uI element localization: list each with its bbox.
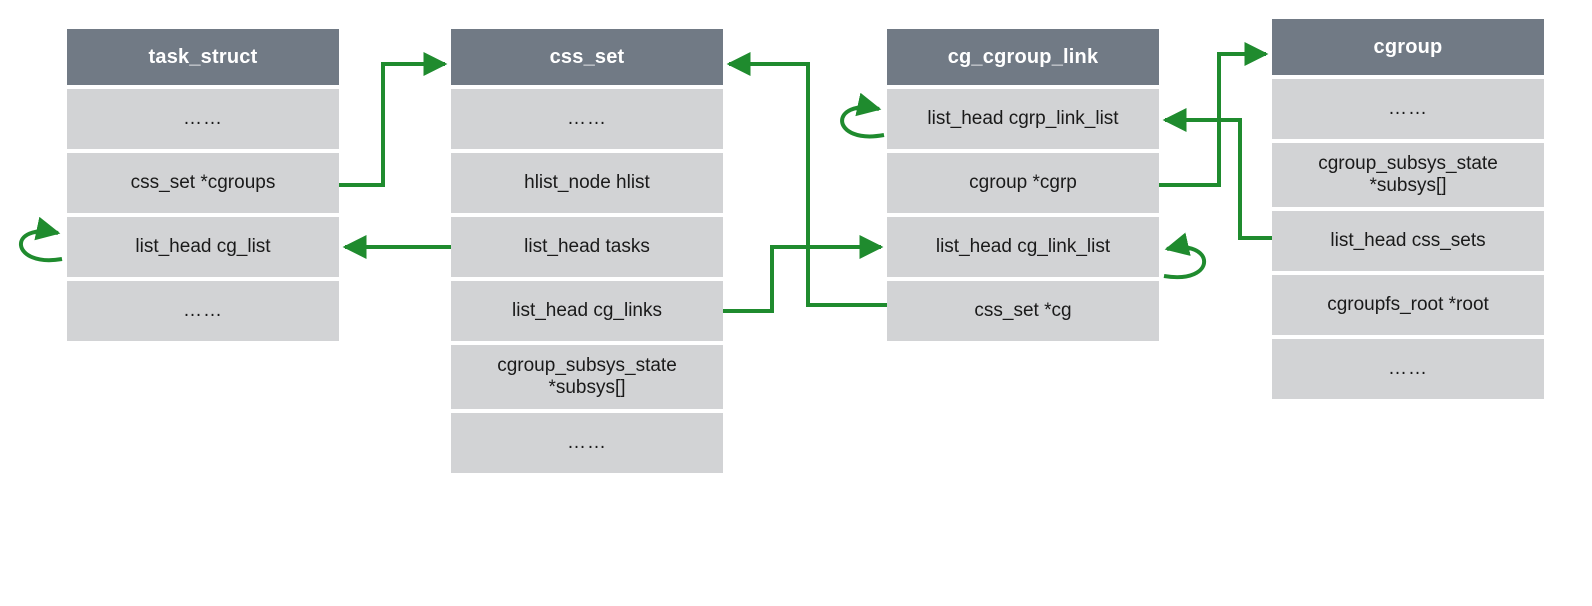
- struct-row: ……: [1272, 79, 1544, 139]
- struct-row: ……: [451, 89, 723, 149]
- struct-row: ……: [451, 413, 723, 473]
- struct-row: list_head css_sets: [1272, 211, 1544, 271]
- struct-row: list_head tasks: [451, 217, 723, 277]
- struct-row: list_head cg_link_list: [887, 217, 1159, 277]
- struct-row: list_head cg_list: [67, 217, 339, 277]
- struct-row: css_set *cgroups: [67, 153, 339, 213]
- struct-cg-cgroup-link: cg_cgroup_link list_head cgrp_link_list …: [887, 29, 1159, 341]
- arrow-cgroups-to-css-set: [339, 52, 448, 187]
- arrow-cg-link-list-self-loop: [1163, 232, 1206, 280]
- struct-row: ……: [67, 281, 339, 341]
- arrow-css-sets-to-cgrp-link-list: [1162, 108, 1272, 240]
- struct-row: cgroup_subsys_state *subsys[]: [1272, 143, 1544, 207]
- struct-cgroup: cgroup …… cgroup_subsys_state *subsys[] …: [1272, 19, 1544, 399]
- struct-row: cgroup *cgrp: [887, 153, 1159, 213]
- struct-row: list_head cg_links: [451, 281, 723, 341]
- struct-row: cgroupfs_root *root: [1272, 275, 1544, 335]
- struct-title-cg-cgroup-link: cg_cgroup_link: [887, 29, 1159, 85]
- struct-task-struct: task_struct …… css_set *cgroups list_hea…: [67, 29, 339, 341]
- arrow-cgrp-link-list-self-loop: [840, 92, 885, 139]
- struct-row: ……: [67, 89, 339, 149]
- struct-row: hlist_node hlist: [451, 153, 723, 213]
- arrow-css-set-cg-to-css-set: [726, 52, 887, 307]
- struct-row: css_set *cg: [887, 281, 1159, 341]
- struct-row: ……: [1272, 339, 1544, 399]
- arrow-cgrp-to-cgroup: [1159, 42, 1269, 187]
- struct-title-cgroup: cgroup: [1272, 19, 1544, 75]
- struct-title-css-set: css_set: [451, 29, 723, 85]
- struct-row: list_head cgrp_link_list: [887, 89, 1159, 149]
- arrow-cg-list-self-loop: [19, 216, 63, 263]
- arrow-cg-links-to-cg-link-list: [723, 235, 884, 313]
- struct-title-task-struct: task_struct: [67, 29, 339, 85]
- struct-row: cgroup_subsys_state *subsys[]: [451, 345, 723, 409]
- struct-css-set: css_set …… hlist_node hlist list_head ta…: [451, 29, 723, 473]
